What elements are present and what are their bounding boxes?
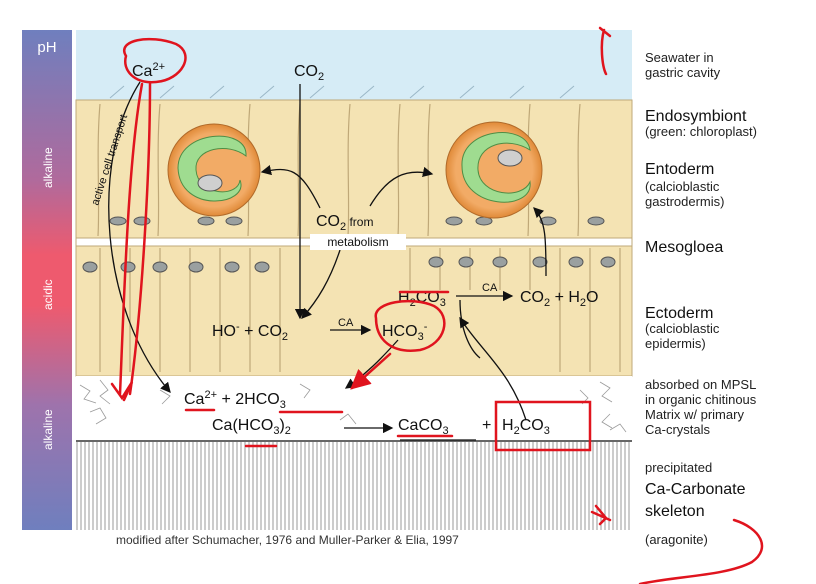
- label-seawater-2: gastric cavity: [645, 65, 721, 80]
- annotation-line-ca-1: [118, 82, 144, 396]
- annotation-scribble-left: [110, 381, 134, 402]
- annotation-mark-topright: [598, 26, 612, 76]
- red-annotations: [110, 26, 764, 584]
- eq-co2-h2o: CO2 + H2O: [520, 289, 599, 309]
- label-seawater-1: Seawater in: [645, 50, 714, 65]
- label-entoderm-sub2: gastrodermis): [645, 194, 724, 209]
- annotation-arrowhead-skeleton: [590, 504, 612, 526]
- co2-from-label: CO2 from: [316, 213, 373, 233]
- ca-enzyme-label-left: CA: [338, 317, 354, 329]
- ectoderm-nuclei: [82, 256, 616, 273]
- ph-zone-alkaline-top: alkaline: [41, 147, 55, 188]
- eq-ho-co2: HO- + CO2: [212, 321, 288, 343]
- annotation-line-ca-2: [128, 82, 152, 396]
- label-ectoderm: Ectoderm: [645, 305, 713, 322]
- label-endosymbiont-sub: (green: chloroplast): [645, 124, 757, 139]
- seawater-lines: [109, 85, 575, 99]
- annotation-arrow-hco3: [350, 352, 392, 390]
- label-precip-1: precipitated: [645, 460, 712, 475]
- label-entoderm: Entoderm: [645, 161, 714, 178]
- eq-ca-hco3-2: Ca(HCO3)2: [212, 417, 291, 437]
- label-precip-4: (aragonite): [645, 532, 708, 547]
- ectoderm-cells: [99, 248, 621, 372]
- label-absorbed-4: Ca-crystals: [645, 422, 711, 437]
- ph-zone-alkaline-bottom: alkaline: [41, 409, 55, 450]
- label-endosymbiont: Endosymbiont: [645, 108, 747, 125]
- seawater-co2: CO2: [294, 63, 324, 83]
- reaction-arrows: [108, 81, 547, 441]
- annotation-circle-ca: [123, 37, 187, 84]
- eq-h2co3-bottom: H2CO3: [502, 417, 550, 437]
- ph-title: pH: [37, 39, 56, 56]
- eq-caco3: CaCO3: [398, 417, 449, 437]
- eq-hco3: HCO3-: [382, 321, 428, 343]
- eq-ca-2hco3: Ca2+ + 2HCO3: [184, 389, 286, 411]
- ca-enzyme-label-right: CA: [482, 282, 498, 294]
- endosymbiont-right: [445, 121, 543, 219]
- annotation-curve-skeleton: [638, 518, 764, 584]
- annotation-box-h2co3: [494, 400, 592, 452]
- citation-caption: modified after Schumacher, 1976 and Mull…: [116, 533, 459, 547]
- label-precip-2: Ca-Carbonate: [645, 481, 746, 498]
- annotation-circle-hco3: [374, 299, 446, 352]
- label-absorbed-2: in organic chitinous: [645, 392, 757, 407]
- ph-zone-acidic: acidic: [41, 279, 55, 310]
- eq-plus: +: [482, 417, 491, 434]
- skeleton-layer: [76, 440, 632, 530]
- label-absorbed-1: absorbed on MPSL: [645, 377, 756, 392]
- ectoderm-layer: [75, 245, 633, 377]
- endosymbiont-left: [167, 123, 261, 217]
- layer-labels: Seawater in gastric cavity Endosymbiont …: [645, 50, 757, 547]
- label-entoderm-sub1: (calcioblastic: [645, 179, 720, 194]
- ph-column: pH alkaline acidic alkaline: [22, 30, 72, 530]
- label-absorbed-3: Matrix w/ primary: [645, 407, 744, 422]
- metabolism-label: metabolism: [327, 235, 388, 249]
- label-mesogloea: Mesogloea: [645, 239, 723, 256]
- label-ectoderm-sub1: (calcioblastic: [645, 321, 720, 336]
- label-precip-3: skeleton: [645, 503, 705, 520]
- seawater-ca-ion: Ca2+: [132, 61, 165, 80]
- label-ectoderm-sub2: epidermis): [645, 336, 706, 351]
